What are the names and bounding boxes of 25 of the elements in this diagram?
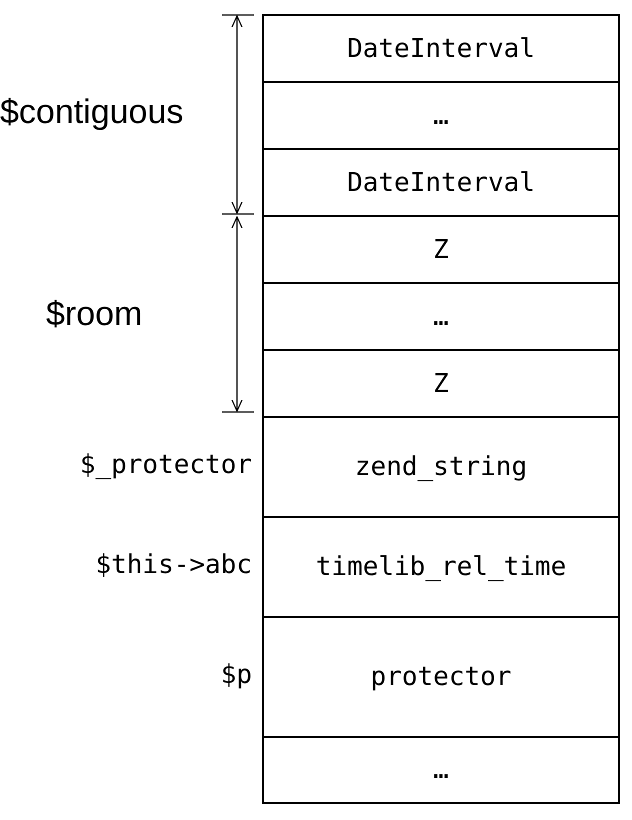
memory-cell <box>262 282 620 351</box>
cell-label: … <box>433 302 449 332</box>
memory-cell <box>262 215 620 284</box>
memory-cell <box>262 81 620 150</box>
cell-label: Z <box>433 368 449 398</box>
variable-label: $this->abc <box>95 550 252 580</box>
variable-label: $room <box>46 295 142 334</box>
cell-label: protector <box>370 662 512 692</box>
cell-label: DateInterval <box>347 168 535 198</box>
variable-label: $_protector <box>80 450 252 480</box>
memory-cell <box>262 416 620 518</box>
cell-label: … <box>433 755 449 785</box>
cell-label: zend_string <box>354 452 528 482</box>
cell-label: DateInterval <box>347 34 535 64</box>
variable-label: $contiguous <box>0 93 184 132</box>
memory-cell <box>262 349 620 418</box>
cell-label: … <box>433 100 449 130</box>
cell-label: timelib_rel_time <box>316 552 566 582</box>
memory-cell <box>262 14 620 83</box>
memory-cell <box>262 148 620 217</box>
cell-label: Z <box>433 234 449 264</box>
memory-cell <box>262 616 620 738</box>
memory-cell <box>262 736 620 804</box>
variable-label: $p <box>220 660 252 690</box>
memory-cell <box>262 516 620 618</box>
